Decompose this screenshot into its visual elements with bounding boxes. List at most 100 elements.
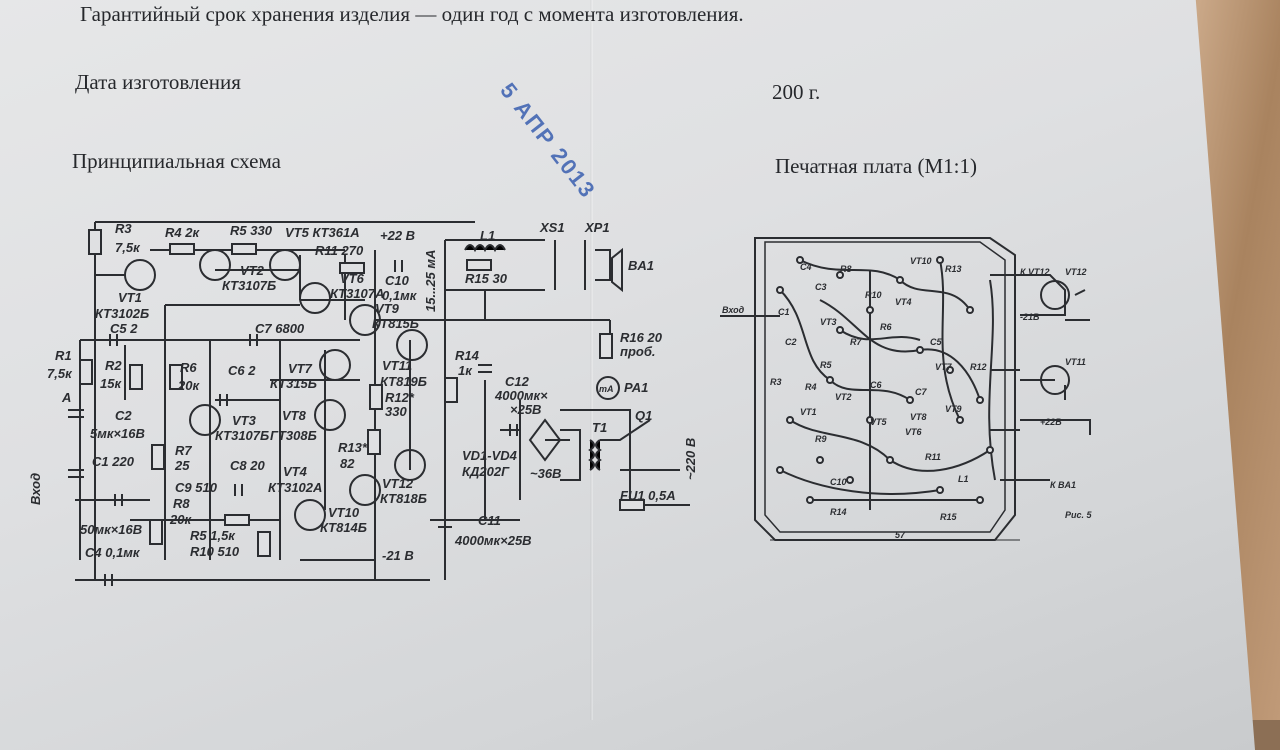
label-c7: C7 6800 — [255, 321, 305, 336]
label-vt9: VT9 — [375, 301, 400, 316]
label-r7v: 25 — [174, 458, 190, 473]
label-vd: VD1-VD4 — [462, 448, 518, 463]
pcb-label-r5: R5 — [820, 360, 832, 370]
pcb-label-c5: C5 — [930, 337, 942, 347]
label-vt1: VT1 — [118, 290, 142, 305]
label-vt4: VT4 — [283, 464, 308, 479]
label-a: A — [61, 390, 71, 405]
transistor-vt12 — [394, 449, 426, 481]
schematic-title: Принципиальная схема — [72, 149, 281, 173]
transistor-vt1 — [124, 259, 156, 291]
resistor-r15 — [466, 259, 492, 271]
pcb-label-r13: R13 — [945, 264, 962, 274]
resistor-r11 — [339, 262, 365, 274]
pcb-label-vt1: VT1 — [800, 407, 817, 417]
pcb-label-dim: 57 — [895, 530, 906, 540]
label-r12v: 330 — [385, 404, 407, 419]
label-vt7: VT7 — [288, 361, 313, 376]
resistor-r12 — [369, 384, 383, 410]
resistor-r13 — [367, 429, 381, 455]
pcb-label-vt11: VT11 — [1065, 357, 1086, 367]
pcb-label-c7: C7 — [915, 387, 927, 397]
label-v22: +22 В — [380, 228, 415, 243]
schematic-transistors — [124, 249, 620, 531]
resistor-r3 — [88, 229, 102, 255]
pcb-label-vt7: VT7 — [935, 362, 953, 372]
label-r10: R10 510 — [190, 544, 240, 559]
label-vt2: VT2 — [240, 263, 265, 278]
transistor-vt9 — [349, 304, 381, 336]
label-r8v: 20к — [169, 512, 192, 527]
label-vt6t: КТ3107А — [330, 286, 384, 301]
label-vt10: VT10 — [328, 505, 360, 520]
label-c3: 50мк×16В — [80, 522, 142, 537]
transistor-vt3 — [189, 404, 221, 436]
label-c12v2: ×25В — [510, 402, 541, 417]
pcb-label-vt5: VT5 — [870, 417, 888, 427]
pcb-label-r7: R7 — [850, 337, 862, 347]
resistor-r4 — [169, 243, 195, 255]
pcb-label-k-vt12: К VT12 — [1020, 267, 1050, 277]
resistor-r2 — [129, 364, 143, 390]
pcb-title: Печатная плата (М1:1) — [775, 154, 977, 178]
label-r3: R3 — [115, 221, 132, 236]
label-vt12t: КТ818Б — [380, 491, 427, 506]
pcb-label-vhod: Вход — [722, 305, 745, 315]
pcb-label-r9: R9 — [815, 434, 827, 444]
label-vt11: VT11 — [382, 358, 412, 373]
label-vt3t: КТ3107Б — [215, 428, 269, 443]
label-c12v: 4000мк× — [494, 388, 548, 403]
pcb-label-r3: R3 — [770, 377, 782, 387]
resistor-r16 — [599, 333, 613, 359]
resistor-r8 — [149, 519, 163, 545]
label-vt8t: ГТ308Б — [270, 428, 317, 443]
transistor-vt8 — [314, 399, 346, 431]
pcb-label-r15: R15 — [940, 512, 958, 522]
transistor-vt4 — [349, 474, 381, 506]
paper-fold-line — [590, 0, 593, 720]
transistor-vt11 — [396, 329, 428, 361]
label-fu1: FU1 0,5А — [620, 488, 676, 503]
label-r5b: R5 1,5к — [190, 528, 236, 543]
label-c4: C4 0,1мк — [85, 545, 141, 560]
label-prob: проб. — [620, 344, 655, 359]
label-vdt: КД202Г — [462, 464, 510, 479]
resistor-r7 — [151, 444, 165, 470]
manufacture-date-label: Дата изготовления — [75, 70, 241, 94]
label-vt7t: КТ315Б — [270, 376, 317, 391]
pcb-label-r4: R4 — [805, 382, 817, 392]
label-r6v: 20к — [177, 378, 200, 393]
label-t1: T1 — [592, 420, 607, 435]
label-r14v: 1к — [458, 363, 473, 378]
label-c9: C9 510 — [175, 480, 218, 495]
resistor-r5b — [224, 514, 250, 526]
pcb-label-l1: L1 — [958, 474, 969, 484]
label-r3v: 7,5к — [115, 240, 141, 255]
label-vt9t: КТ815Б — [372, 316, 419, 331]
amplifier-schematic: R3 7,5к R4 2к R5 330 VT5 КТ361А +22 В L1… — [28, 220, 698, 586]
label-r4: R4 2к — [165, 225, 200, 240]
label-m21: -21 В — [382, 548, 414, 563]
resistor-r5 — [231, 243, 257, 255]
label-c6: C6 2 — [228, 363, 256, 378]
label-r2v: 15к — [100, 376, 122, 391]
resistor-r1 — [79, 359, 93, 385]
pcb-drawing: C4 R8 VT10 R13 VT12 К VT12 C3 R10 VT4 Вх… — [720, 237, 1093, 541]
label-r1v: 7,5к — [47, 366, 73, 381]
resistor-r10 — [257, 531, 271, 557]
label-vt3: VT3 — [232, 413, 257, 428]
label-r13: R13* — [338, 440, 368, 455]
label-r15: R15 30 — [465, 271, 508, 286]
pcb-pads — [776, 256, 1070, 504]
ammeter-pa1 — [596, 376, 620, 400]
label-c5: C5 2 — [110, 321, 138, 336]
label-r7: R7 — [175, 443, 192, 458]
pcb-label-vt2: VT2 — [835, 392, 852, 402]
schematic-wires — [75, 221, 690, 581]
transistor-vt2 — [199, 249, 231, 281]
pcb-label-vt6: VT6 — [905, 427, 923, 437]
label-xs1: XS1 — [539, 220, 565, 235]
pcb-label-c1: C1 — [778, 307, 790, 317]
manufacture-year: 200 г. — [772, 80, 821, 104]
label-c8: C8 20 — [230, 458, 265, 473]
